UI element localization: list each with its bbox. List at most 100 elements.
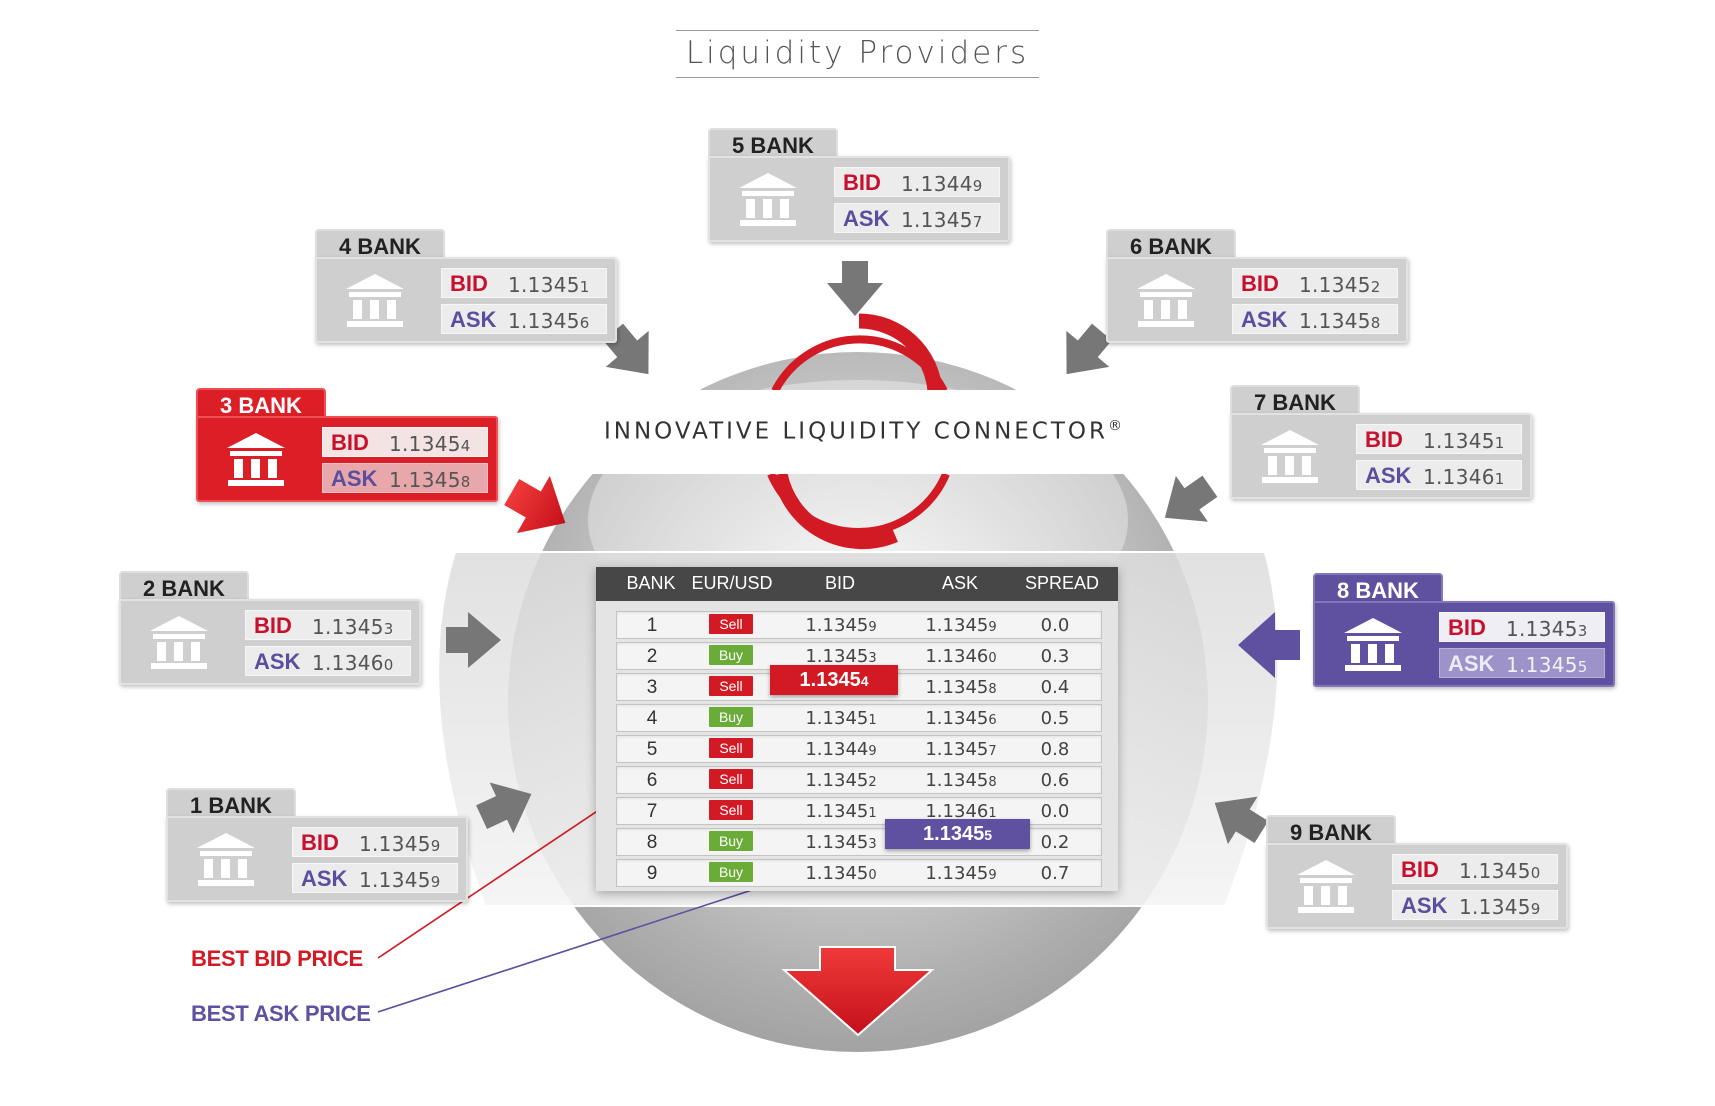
bid-price: 1.13451 <box>508 273 590 297</box>
bank-number: 1 <box>646 615 658 636</box>
bank-name: 4 BANK <box>315 229 445 261</box>
bank-number: 3 <box>646 677 658 698</box>
bank-name: 2 BANK <box>119 571 249 603</box>
bank-building-icon <box>1261 430 1319 483</box>
best-bid-arrow <box>504 475 566 534</box>
spread-value: 0.4 <box>1040 677 1070 698</box>
spread-value: 0.0 <box>1040 801 1070 822</box>
column-header-spread: SPREAD <box>1024 573 1100 593</box>
bank-name: 5 BANK <box>708 128 838 160</box>
bank-building-icon <box>346 274 404 327</box>
bank-number: 9 <box>646 863 658 884</box>
spread-value: 0.7 <box>1040 863 1070 884</box>
bid-price: 1.13459 <box>359 832 441 856</box>
ask-quote: ASK 1.13458 <box>1232 304 1398 334</box>
side-badge: Buy <box>709 831 753 851</box>
table-row: 4 Buy 1.13451 1.13456 0.5 <box>616 704 1102 732</box>
column-header-bid: BID <box>824 573 855 593</box>
bank-name: 9 BANK <box>1266 815 1396 847</box>
bank-building-icon <box>1344 618 1402 671</box>
bid-quote: BID 1.13453 <box>245 610 411 640</box>
bid-price: 1.13449 <box>901 172 983 196</box>
bid-price: 1.13451 <box>1423 429 1505 453</box>
bid-label: BID <box>843 170 881 195</box>
column-header-ask: ASK <box>941 573 979 593</box>
bid-label: BID <box>254 613 292 638</box>
bid-price: 1.13453 <box>805 832 877 853</box>
bank-building-icon <box>227 433 285 486</box>
connector-ring <box>767 313 950 550</box>
best-bid-highlight: 1.13454 <box>770 665 898 695</box>
spread-value: 0.8 <box>1040 739 1070 760</box>
bid-price: 1.13450 <box>805 863 877 884</box>
bid-price: 1.13451 <box>805 801 877 822</box>
ask-label: ASK <box>301 866 348 891</box>
ask-price: 1.13456 <box>925 708 997 729</box>
best-bid-label: BEST BID PRICE <box>191 946 363 971</box>
bank-quote-panel: BID 1.13451 ASK 1.13461 <box>1230 413 1532 499</box>
ask-label: ASK <box>254 649 301 674</box>
ask-price: 1.13459 <box>925 863 997 884</box>
bank-number: 6 <box>646 770 658 791</box>
side-badge: Sell <box>709 769 753 789</box>
bank-name: 6 BANK <box>1106 229 1236 261</box>
bid-label: BID <box>301 830 339 855</box>
ask-price: 1.13457 <box>901 208 983 232</box>
ask-label: ASK <box>331 466 378 491</box>
bank-building-icon <box>739 173 797 226</box>
bank-name: 3 BANK <box>196 388 326 420</box>
ask-label: ASK <box>1365 463 1412 488</box>
column-header-bank: BANK <box>626 573 676 593</box>
bid-price: 1.13452 <box>805 770 877 791</box>
spread-value: 0.0 <box>1040 615 1070 636</box>
bank-name: 1 BANK <box>166 788 296 820</box>
page-title: Liquidity Providers <box>0 30 1715 78</box>
best-ask-label: BEST ASK PRICE <box>191 1001 371 1026</box>
side-badge: Sell <box>709 676 753 696</box>
ask-price: 1.13461 <box>925 801 997 822</box>
bid-label: BID <box>331 430 369 455</box>
bid-price: 1.13451 <box>805 708 877 729</box>
bid-label: BID <box>1241 271 1279 296</box>
ask-price: 1.13458 <box>1299 309 1381 333</box>
side-badge: Buy <box>709 862 753 882</box>
table-row: 9 Buy 1.13450 1.13459 0.7 <box>616 859 1102 887</box>
bid-price: 1.13449 <box>805 739 877 760</box>
bid-quote: BID 1.13459 <box>292 827 458 857</box>
ask-quote: ASK 1.13461 <box>1356 460 1522 490</box>
bid-quote: BID 1.13451 <box>1356 424 1522 454</box>
bid-label: BID <box>1365 427 1403 452</box>
bank-building-icon <box>1297 860 1355 913</box>
bank-number: 2 <box>646 646 658 667</box>
bid-price: 1.13453 <box>312 615 394 639</box>
spread-value: 0.3 <box>1040 646 1070 667</box>
bank-number: 4 <box>646 708 658 729</box>
spread-value: 0.5 <box>1040 708 1070 729</box>
best-ask-highlight: 1.13455 <box>885 819 1030 849</box>
bank-name: 7 BANK <box>1230 385 1360 417</box>
spread-value: 0.6 <box>1040 770 1070 791</box>
bid-label: BID <box>1401 857 1439 882</box>
side-badge: Buy <box>709 707 753 727</box>
ask-price: 1.13459 <box>925 615 997 636</box>
ask-label: ASK <box>1241 307 1288 332</box>
ask-price: 1.13459 <box>359 868 441 892</box>
ask-price: 1.13461 <box>1423 465 1505 489</box>
ask-label: ASK <box>450 307 497 332</box>
